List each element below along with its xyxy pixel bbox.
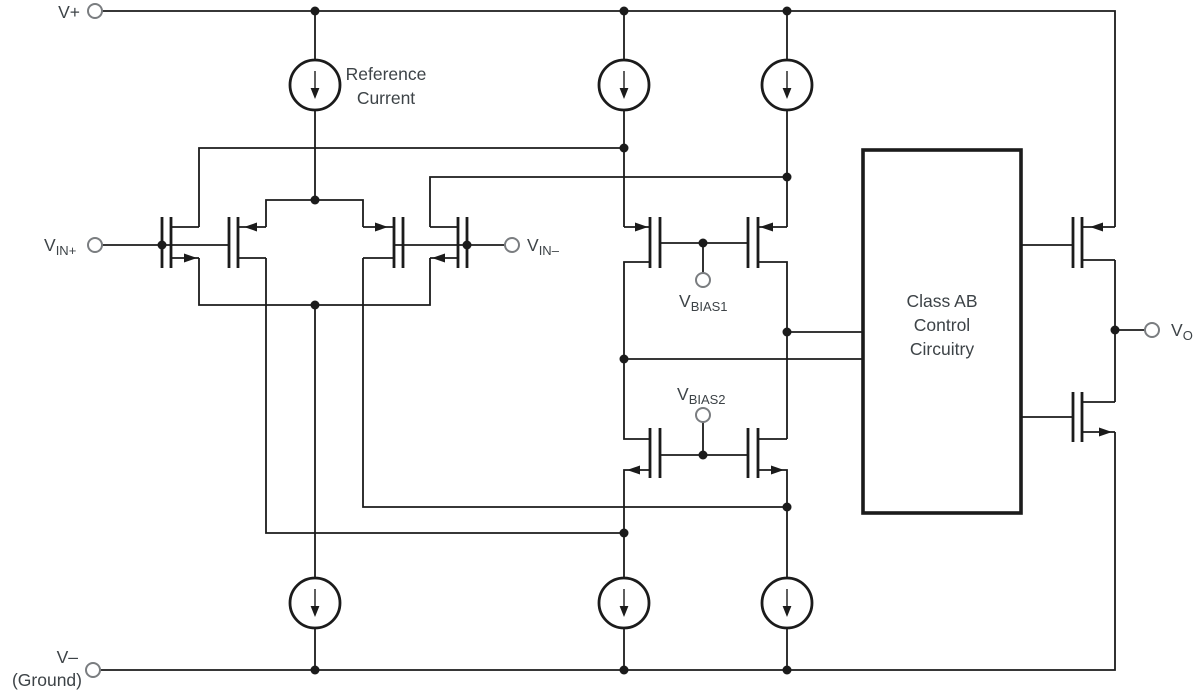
junction-dot [462,240,472,250]
mosfet-bars [746,428,760,478]
junction-dot [619,354,629,364]
inner-right-source-wire [362,258,787,508]
vbias1-gate-node [660,242,748,288]
source-arrow-icon [375,222,388,232]
top-current-source-3 [760,11,814,227]
junction-dots [157,6,1120,675]
junction-dot [310,195,320,205]
inner-left-source-wire [265,258,624,534]
class-ab-label-line1: Class AB [907,291,978,311]
source-arrow-icon [627,465,640,475]
vbias1-terminal [695,272,711,288]
vin-minus-terminal [504,237,520,253]
junction-dot [1110,325,1120,335]
bottom-current-source-1 [288,305,342,670]
source-arrow-icon [244,222,257,232]
v-minus-label: V– [57,647,79,667]
vo-wire [1114,260,1145,402]
bottom-current-source-3 [760,576,814,670]
v-minus-rail-wire [100,432,1116,671]
mosfet-input-outer-right [430,217,469,268]
input-stage-wires [102,147,787,534]
source-arrow-icon [184,253,197,263]
mosfet-vbias1-left [623,217,662,359]
junction-dot [157,240,167,250]
vbias2-gate-wire [660,422,748,456]
source-arrow-icon [432,253,445,263]
source-arrow-icon [1099,427,1112,437]
junction-dot [782,327,792,337]
vbias2-gate-node [660,407,748,456]
class-ab-box [861,148,1023,515]
output-node [1114,260,1160,402]
class-ab-control-block: Class AB Control Circuitry [861,148,1023,515]
vin-plus-terminal [87,237,103,253]
reference-current-label-line2: Current [357,88,415,108]
junction-dot [310,665,320,675]
junction-dot [310,6,320,16]
junction-dot [310,300,320,310]
mosfet-input-inner-right [363,217,405,268]
source-arrow-icon [771,465,784,475]
mosfet-vbias1-right [746,217,788,439]
vbias2-terminal [695,407,711,423]
vbias2-label: VBIAS2 [677,384,726,407]
class-ab-label-line3: Circuitry [910,339,974,359]
v-plus-label: V+ [58,2,80,22]
junction-dot [782,665,792,675]
right-drain-to-cascode-wire [429,176,787,227]
vin-minus-label: VIN– [527,235,560,258]
mosfet-output-top [1021,217,1115,268]
junction-dot [782,6,792,16]
ground-label: (Ground) [12,670,82,690]
junction-dot [619,665,629,675]
mosfet-output-bottom [1021,392,1115,442]
mosfet-vbias2-left [623,359,662,578]
vin-plus-label: VIN+ [44,235,76,258]
vbias1-gate-wire [660,242,748,273]
vo-terminal [1144,322,1160,338]
source-arrow-icon [760,222,773,232]
reference-current-label-line1: Reference [346,64,427,84]
source-arrow-icon [1090,222,1103,232]
mosfet-input-outer-left [160,217,199,268]
v-plus-rail-wire [102,10,1116,227]
vbias1-label: VBIAS1 [679,291,728,314]
v-minus-terminal [85,662,101,678]
reference-current-source [288,11,342,200]
junction-dot [698,450,708,460]
positive-supply-rail [87,3,1116,227]
mosfet-bars [392,217,405,268]
mosfet-bars [648,217,662,268]
mosfet-bars [227,217,240,268]
vo-label: VO [1171,320,1193,343]
junction-dot [619,143,629,153]
left-drain-to-cascode-wire [198,147,624,227]
mosfet-vbias2-right [746,428,788,578]
junction-dot [782,172,792,182]
junction-dot [782,502,792,512]
class-ab-input-wires [624,331,863,360]
class-ab-label-line2: Control [914,315,970,335]
mosfet-input-inner-left [227,217,266,268]
v-plus-terminal [87,3,103,19]
negative-supply-rail [85,432,1116,678]
mosfet-bars [648,428,662,478]
mosfet-bars [1071,217,1084,268]
junction-dot [619,528,629,538]
mosfet-bars [746,217,760,268]
junction-dot [619,6,629,16]
source-arrow-icon [635,222,648,232]
bottom-current-source-2 [597,576,651,670]
junction-dot [698,238,708,248]
top-current-source-2 [597,11,651,227]
mosfet-bars [1071,392,1084,442]
